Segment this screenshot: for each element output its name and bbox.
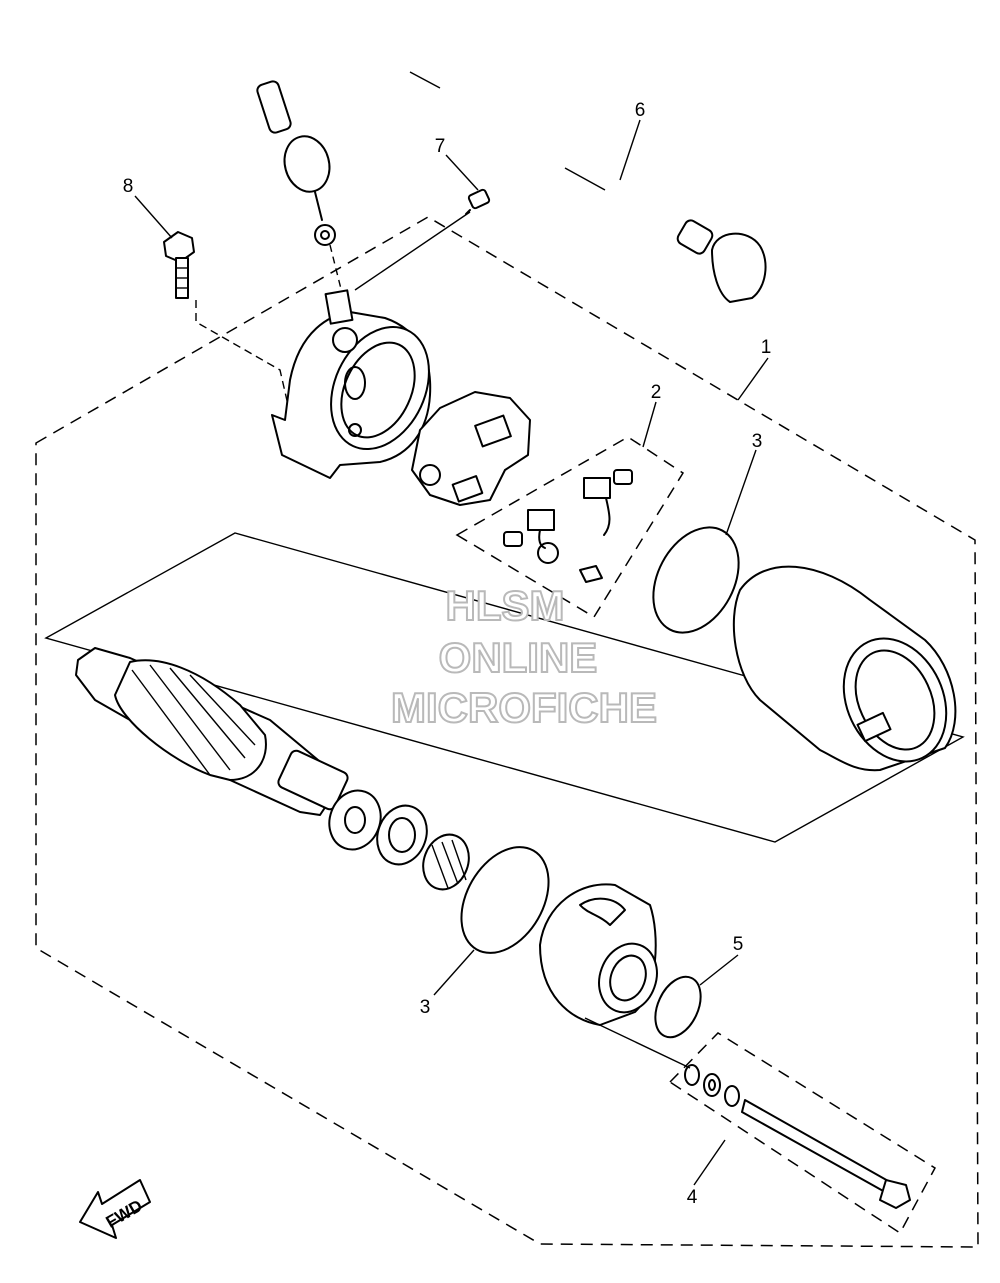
callout-3-lower: 3 <box>420 997 431 1018</box>
leader-3-lower <box>433 949 475 996</box>
needle-bearing <box>422 833 470 891</box>
lead-wire <box>252 31 767 303</box>
watermark-line-3: MICROFICHE <box>391 684 657 731</box>
leader-1 <box>737 357 769 401</box>
rear-bracket <box>271 289 432 479</box>
callout-7: 7 <box>435 136 446 157</box>
forward-direction-arrow: FWD <box>79 1179 151 1239</box>
callout-1: 1 <box>761 337 772 358</box>
leader-8 <box>134 195 173 239</box>
through-bolt-kit <box>684 1064 911 1209</box>
callout-2: 2 <box>651 382 662 403</box>
leader-6 <box>619 119 641 181</box>
leader-2 <box>642 401 657 448</box>
front-cover <box>539 883 658 1026</box>
leader-3-upper <box>725 449 757 536</box>
brush-kit-parts <box>503 469 633 583</box>
leader-5 <box>699 954 739 986</box>
brush-holder <box>411 391 531 506</box>
brush-kit-boundary-dashed <box>455 436 685 619</box>
callout-6: 6 <box>635 100 646 121</box>
screw-7 <box>465 188 491 215</box>
leader-4 <box>693 1139 726 1186</box>
watermark-line-1: HLSM <box>446 582 565 629</box>
armature-reference-frame <box>44 532 965 843</box>
motor-yoke <box>732 565 957 772</box>
screw-7-path <box>354 211 471 291</box>
callout-4: 4 <box>687 1187 698 1208</box>
bolt-kit-boundary-dashed <box>668 1032 936 1235</box>
leader-front-cover <box>584 1017 691 1069</box>
watermark-line-2: ONLINE <box>439 634 598 681</box>
armature <box>75 647 349 816</box>
bolt-8 <box>163 231 195 299</box>
bearing <box>376 804 428 866</box>
o-ring-upper <box>652 526 740 634</box>
callout-8: 8 <box>123 176 134 197</box>
o-ring-small <box>654 975 702 1039</box>
callout-3-upper: 3 <box>752 431 763 452</box>
o-ring-lower <box>460 846 550 954</box>
leader-7 <box>445 154 479 191</box>
bolt-8-path <box>195 300 289 406</box>
callout-5: 5 <box>733 934 744 955</box>
